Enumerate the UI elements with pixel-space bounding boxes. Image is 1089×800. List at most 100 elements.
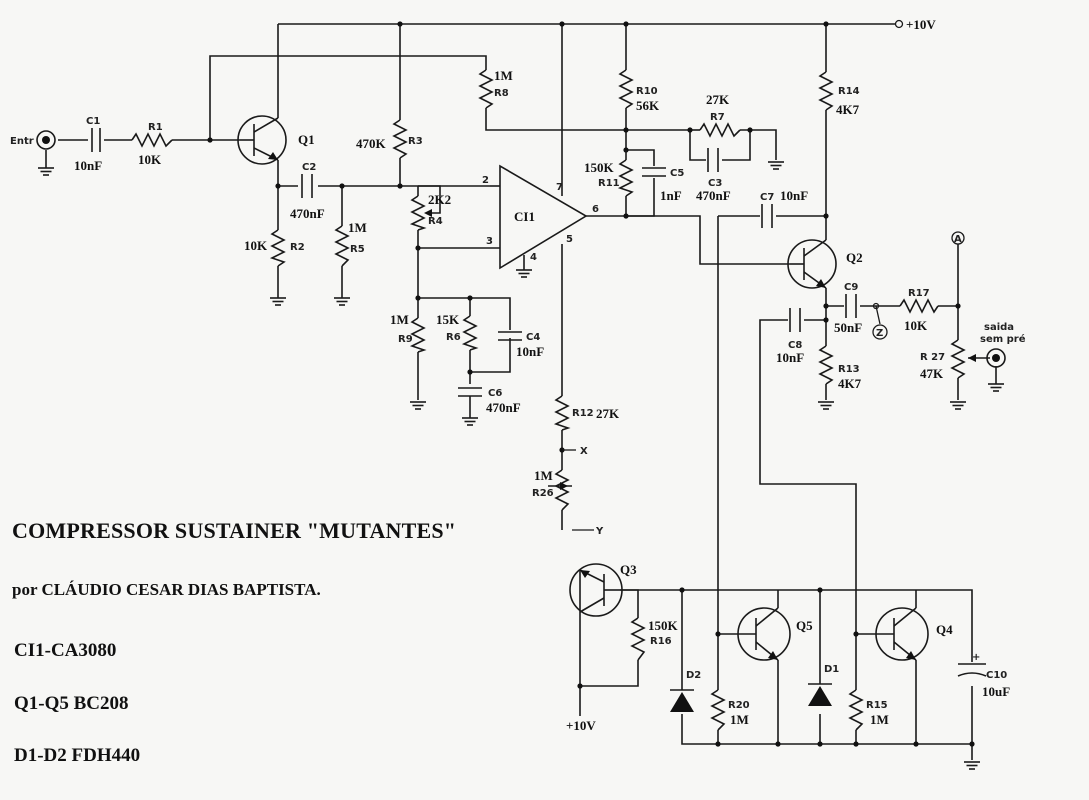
transistor-q3 (569, 563, 623, 617)
r17-value: 10K (904, 318, 928, 333)
diagram-title: COMPRESSOR SUSTAINER "MUTANTES" (12, 518, 457, 543)
d1-ref: D1 (824, 664, 839, 675)
r5-value: 1M (348, 220, 367, 235)
r8-value: 1M (494, 68, 513, 83)
c1-value: 10nF (74, 158, 102, 173)
capacitors: + (91, 128, 987, 677)
r27-value: 47K (920, 366, 944, 381)
test-point-y: Y (595, 526, 604, 537)
r4-value: 2K2 (428, 192, 451, 207)
c6-ref: C6 (488, 388, 502, 399)
q5-ref: Q5 (796, 618, 813, 633)
resistors (131, 69, 976, 731)
ic-pin-2: 2 (482, 175, 489, 186)
r6-value: 15K (436, 312, 460, 327)
parts-list-item: CI1-CA3080 (14, 640, 117, 661)
output-jack: saida sem pré (980, 322, 1026, 368)
c5-value: 1nF (660, 188, 682, 203)
r12-ref: R12 (572, 408, 594, 419)
ic-pin-5: 5 (566, 234, 573, 245)
ic-label: CI1 (514, 209, 535, 224)
ground-symbols (37, 150, 1005, 770)
r1-ref: R1 (148, 122, 163, 133)
r20-ref: R20 (728, 700, 750, 711)
diodes (670, 680, 832, 712)
output-label-1: saida (984, 322, 1014, 333)
c9-ref: C9 (844, 282, 858, 293)
ic-pin-4: 4 (530, 252, 537, 263)
r15-value: 1M (870, 712, 889, 727)
r17-ref: R17 (908, 288, 930, 299)
r4-ref: R4 (428, 216, 443, 227)
r10-value: 56K (636, 98, 660, 113)
test-points: A Z X Y (562, 234, 962, 537)
component-labels: C1 10nF R1 10K Q1 C2 470nF R2 10K 1M R5 … (74, 68, 1010, 727)
r1-value: 10K (138, 152, 162, 167)
test-point-a: A (954, 234, 962, 245)
c4-value: 10nF (516, 344, 544, 359)
c7-value: 10nF (780, 188, 808, 203)
q3-ref: Q3 (620, 562, 637, 577)
transistor-q2 (787, 239, 837, 289)
r13-ref: R13 (838, 364, 860, 375)
c1-ref: C1 (86, 116, 100, 127)
ic-pin-3: 3 (486, 236, 493, 247)
supply-label: +10V (906, 17, 936, 32)
r16-value: 150K (648, 618, 679, 633)
r16-ref: R16 (650, 636, 672, 647)
c2-value: 470nF (290, 206, 325, 221)
r8-ref: R8 (494, 88, 509, 99)
r10-ref: R10 (636, 86, 658, 97)
supply-bottom-label: +10V (566, 718, 596, 733)
r7-ref: R7 (710, 112, 725, 123)
ic-pin-7: 7 (556, 182, 563, 193)
q4-ref: Q4 (936, 622, 953, 637)
r3-ref: R3 (408, 136, 423, 147)
test-point-x: X (580, 446, 588, 457)
r26-value: 1M (534, 468, 553, 483)
transistor-q1 (237, 115, 287, 165)
ic-pin-6: 6 (592, 204, 599, 215)
transistor-q5 (736, 590, 791, 661)
c10-value: 10uF (982, 684, 1010, 699)
output-label-2: sem pré (980, 333, 1026, 345)
c5-ref: C5 (670, 168, 684, 179)
r27-ref: R 27 (920, 352, 945, 363)
r7-value: 27K (706, 92, 730, 107)
r2-value: 10K (244, 238, 268, 253)
r9-value: 1M (390, 312, 409, 327)
c4-ref: C4 (526, 332, 540, 343)
r13-value: 4K7 (838, 376, 862, 391)
c8-value: 10nF (776, 350, 804, 365)
r20-value: 1M (730, 712, 749, 727)
c3-ref: C3 (708, 178, 722, 189)
c8-ref: C8 (788, 340, 802, 351)
r14-ref: R14 (838, 86, 860, 97)
parts-list-item: D1-D2 FDH440 (14, 745, 141, 766)
r9-ref: R9 (398, 334, 413, 345)
svg-text:+: + (972, 652, 980, 663)
transistor-q4 (874, 590, 929, 661)
input-jack: Entr (10, 130, 56, 150)
q2-ref: Q2 (846, 250, 863, 265)
c9-value: 50nF (834, 320, 862, 335)
c2-ref: C2 (302, 162, 316, 173)
c6-value: 470nF (486, 400, 521, 415)
c3-value: 470nF (696, 188, 731, 203)
parts-list-item: Q1-Q5 BC208 (14, 693, 129, 714)
r2-ref: R2 (290, 242, 305, 253)
r14-value: 4K7 (836, 102, 860, 117)
test-point-z: Z (876, 328, 883, 339)
r26-ref: R26 (532, 488, 554, 499)
transistors (237, 115, 929, 661)
r5-ref: R5 (350, 244, 365, 255)
r15-ref: R15 (866, 700, 888, 711)
ic-ci1: CI1 2 3 4 5 6 7 (482, 164, 599, 270)
r12-value: 27K (596, 406, 620, 421)
r11-ref: R11 (598, 178, 620, 189)
r11-value: 150K (584, 160, 615, 175)
d2-ref: D2 (686, 670, 701, 681)
r3-value: 470K (356, 136, 387, 151)
c7-ref: C7 (760, 192, 774, 203)
